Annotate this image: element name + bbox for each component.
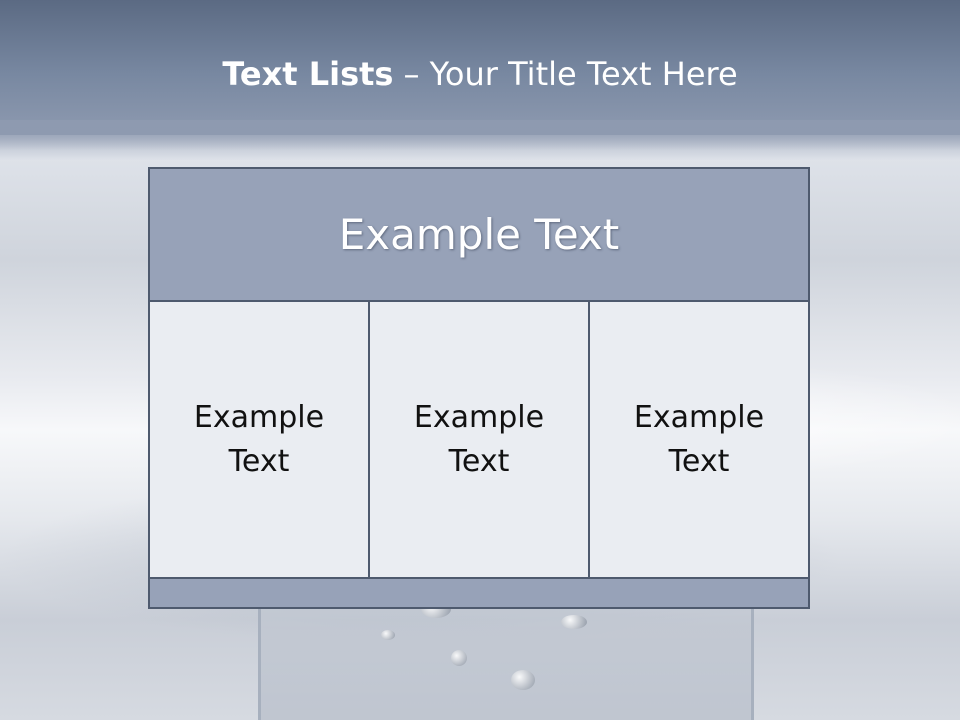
text-list-table: Example Text Example Text Example Text E… bbox=[148, 167, 810, 609]
header-band bbox=[0, 0, 960, 135]
slide-title: Text Lists– Your Title Text Here bbox=[0, 52, 960, 96]
table-column-3: Example Text bbox=[588, 302, 808, 577]
table-header: Example Text bbox=[150, 169, 808, 302]
title-subtitle-text: – Your Title Text Here bbox=[403, 55, 738, 93]
table-column-1: Example Text bbox=[150, 302, 368, 577]
table-columns: Example Text Example Text Example Text bbox=[150, 302, 808, 577]
header-fade bbox=[0, 120, 960, 160]
table-column-2: Example Text bbox=[368, 302, 588, 577]
title-bold-text: Text Lists bbox=[222, 55, 394, 93]
table-footer-bar bbox=[150, 577, 808, 607]
